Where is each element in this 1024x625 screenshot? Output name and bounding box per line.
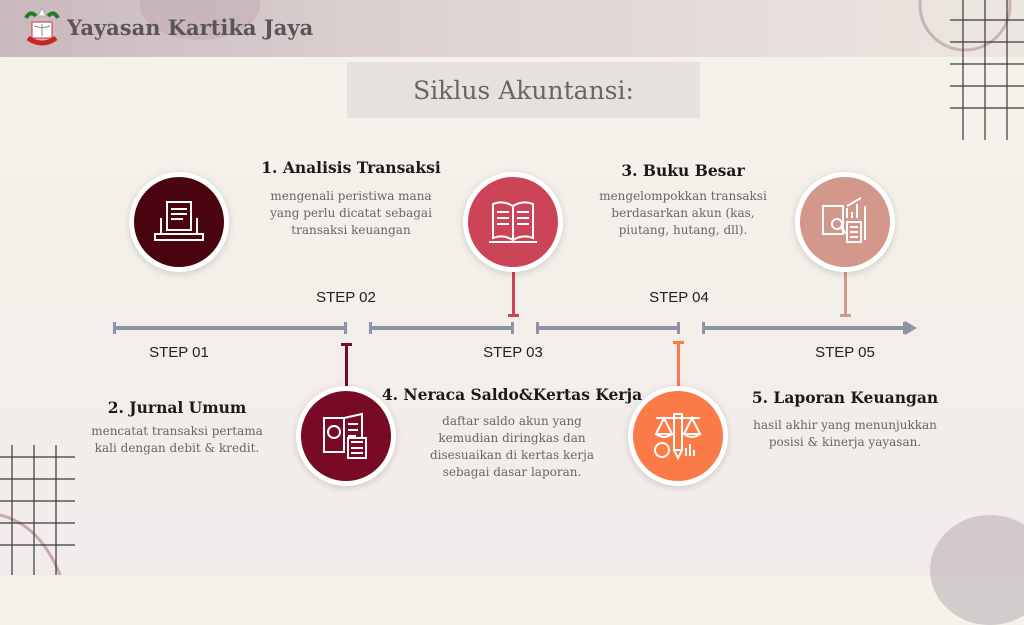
brand-name: Yayasan Kartika Jaya	[67, 15, 314, 40]
description-line: mengenali peristiwa mana	[270, 189, 432, 203]
description-line: sebagai dasar laporan.	[442, 465, 582, 479]
step4-description: daftar saldo akun yang kemudian diringka…	[362, 413, 662, 481]
description-line: daftar saldo akun yang	[442, 414, 582, 428]
connector	[844, 272, 847, 316]
step1-description: mengenali peristiwa mana yang perlu dica…	[201, 188, 501, 239]
connector-cap	[508, 314, 519, 317]
description-line: hasil akhir yang menunjukkan	[753, 418, 937, 432]
step3-icon-circle	[463, 172, 563, 272]
step2-description: mencatat transaksi pertama kali dengan d…	[27, 423, 327, 457]
description-line: piutang, hutang, dll).	[618, 223, 748, 237]
timeline-segment	[536, 322, 680, 334]
step-label: STEP 02	[316, 289, 376, 306]
description-line: kali dengan debit & kredit.	[94, 441, 260, 455]
connector	[512, 272, 515, 316]
step-label: STEP 03	[483, 344, 543, 361]
step-label: STEP 01	[149, 344, 209, 361]
ledger-calculator-icon	[323, 412, 367, 459]
description-line: mengelompokkan transaksi	[599, 189, 767, 203]
description-line: kemudian diringkas dan	[438, 431, 586, 445]
laptop-document-icon	[154, 201, 204, 241]
decorative-grid-top-right	[918, 0, 1024, 140]
step-label: STEP 05	[815, 344, 875, 361]
step3-title: 3. Buku Besar	[621, 161, 745, 180]
timeline-segment	[113, 322, 347, 334]
decorative-blob	[930, 515, 1024, 625]
balance-scale-icon	[654, 413, 702, 461]
foundation-logo	[22, 6, 62, 48]
timeline-segment	[702, 322, 906, 334]
step5-description: hasil akhir yang menunjukkan posisi & ki…	[695, 417, 995, 451]
connector-cap	[840, 314, 851, 317]
timeline-arrow-icon	[905, 321, 917, 335]
decorative-grid-bottom-left	[0, 445, 75, 575]
connector-cap	[673, 341, 684, 344]
description-line: berdasarkan akun (kas,	[611, 206, 755, 220]
step-label: STEP 04	[649, 289, 709, 306]
step5-icon-circle	[795, 172, 895, 272]
timeline-segment	[369, 322, 514, 334]
description-line: mencatat transaksi pertama	[91, 424, 263, 438]
description-line: posisi & kinerja yayasan.	[768, 435, 922, 449]
step1-icon-circle	[129, 172, 229, 272]
page-title: Siklus Akuntansi:	[347, 62, 700, 118]
step5-title: 5. Laporan Keuangan	[751, 388, 939, 407]
description-line: transaksi keuangan	[291, 223, 411, 237]
step2-title: 2. Jurnal Umum	[107, 398, 247, 417]
step2-icon-circle	[296, 386, 396, 486]
connector	[677, 342, 680, 386]
open-book-icon	[489, 201, 537, 243]
description-line: disesuaikan di kertas kerja	[429, 448, 594, 462]
financial-report-icon	[822, 197, 866, 243]
connector-cap	[341, 343, 352, 346]
step4-icon-circle	[628, 386, 728, 486]
step1-title: 1. Analisis Transaksi	[261, 158, 441, 177]
step3-description: mengelompokkan transaksi berdasarkan aku…	[533, 188, 833, 239]
connector	[345, 344, 348, 386]
step4-title: 4. Neraca Saldo&Kertas Kerja	[381, 385, 643, 404]
description-line: yang perlu dicatat sebagai	[270, 206, 432, 220]
